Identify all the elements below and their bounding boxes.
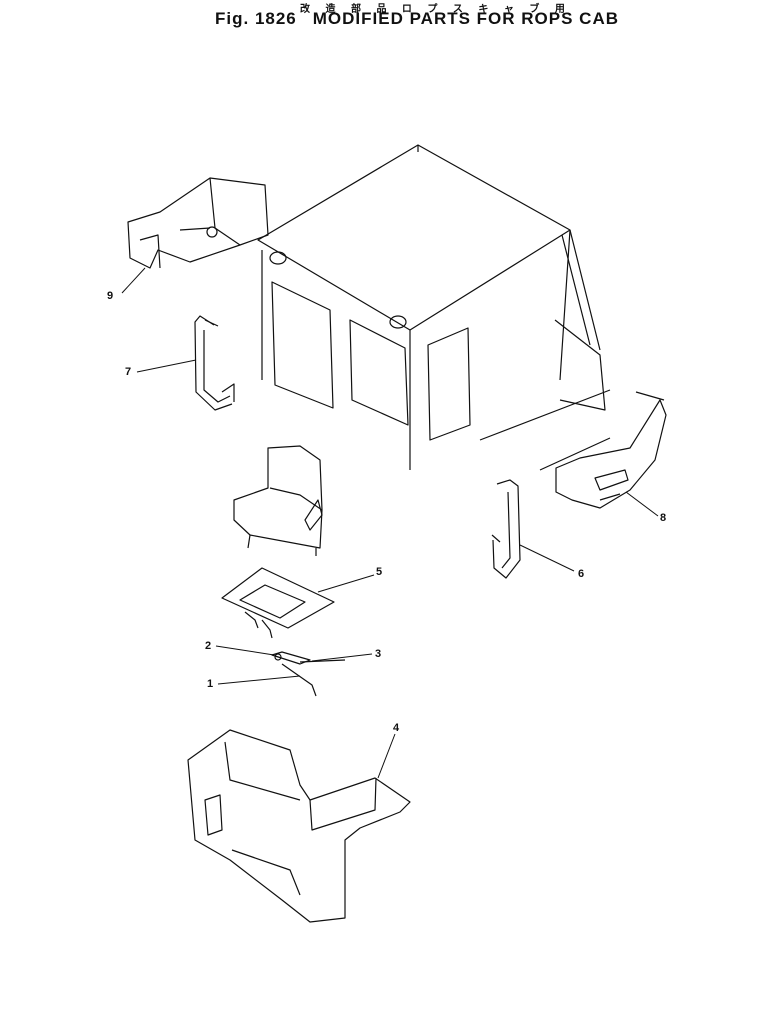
figure-title-text: MODIFIED PARTS FOR ROPS CAB: [312, 9, 620, 28]
part-9-bracket: [127, 177, 269, 269]
part-6-handrail: [491, 479, 521, 579]
parts-1-2-3-rod: [271, 651, 346, 697]
callout-9: 9: [107, 290, 114, 302]
japanese-subtitle: 改 造 部 品 ロ プ ス キ ャ ブ 用: [300, 4, 571, 15]
callout-7: 7: [125, 366, 132, 378]
callout-2: 2: [205, 640, 212, 652]
leader-lines: [121, 267, 659, 779]
callout-6: 6: [578, 568, 585, 580]
part-5-plate: [221, 567, 335, 639]
callout-4: 4: [393, 722, 400, 734]
callout-3: 3: [375, 648, 382, 660]
part-8-cover: [555, 391, 667, 509]
callout-1: 1: [207, 678, 214, 690]
seat: [233, 445, 323, 556]
callout-5: 5: [376, 566, 383, 578]
part-4-floor-frame: [187, 729, 411, 923]
part-7-handrail: [194, 315, 235, 411]
figure-title: Fig. 1826 MODIFIED PARTS FOR ROPS CAB: [215, 9, 619, 29]
figure-number: Fig. 1826: [215, 9, 297, 28]
rops-cab: [257, 144, 611, 471]
callout-8: 8: [660, 512, 667, 524]
